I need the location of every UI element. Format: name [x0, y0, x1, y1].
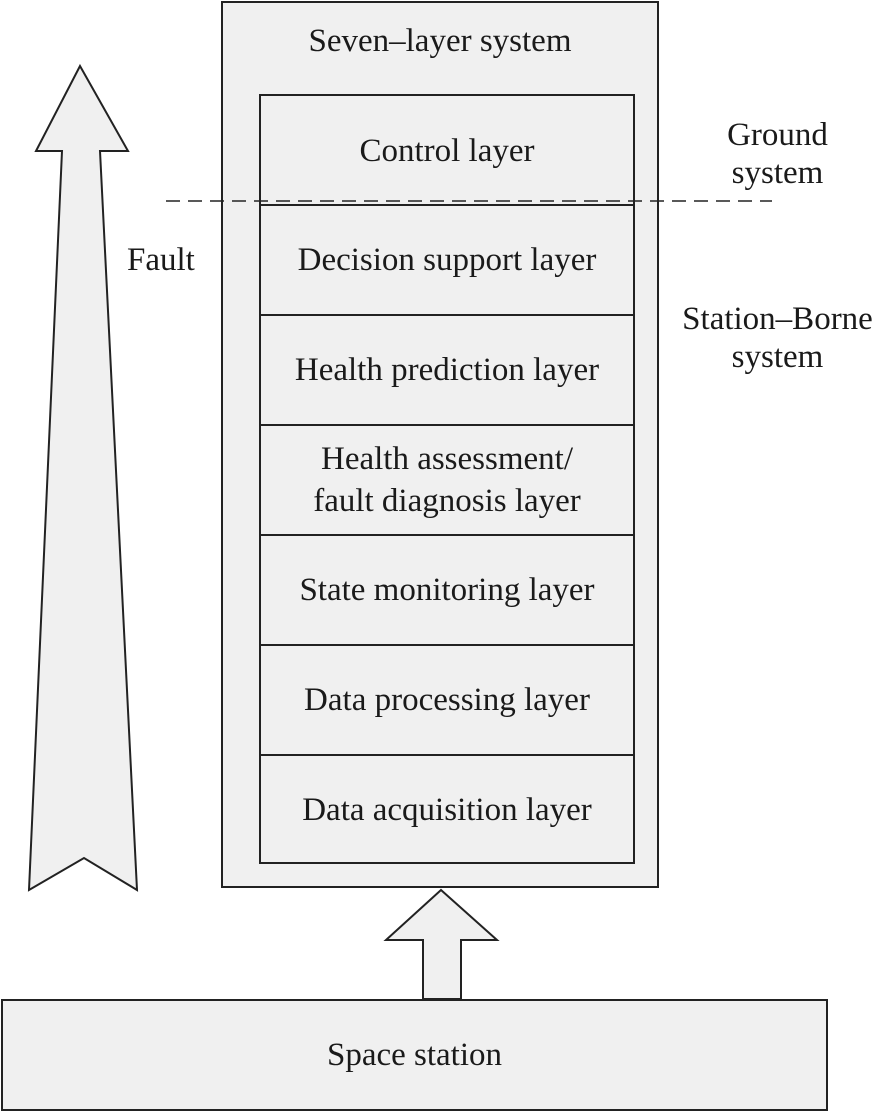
layer-stack: Control layer Decision support layer Hea… — [259, 94, 635, 864]
ground-label-line1: Ground — [727, 117, 828, 153]
input-up-arrow-icon — [383, 888, 500, 1000]
space-station-label: Space station — [326, 1037, 503, 1073]
ground-system-label: Ground system — [700, 116, 855, 192]
layer-health-prediction: Health prediction layer — [261, 314, 633, 424]
layer-data-processing: Data processing layer — [261, 644, 633, 754]
layer-label: Control layer — [359, 133, 535, 169]
layer-control: Control layer — [261, 96, 633, 206]
layer-label: State monitoring layer — [299, 572, 595, 608]
ground-label-line2: system — [731, 155, 824, 191]
space-station-box: Space station — [1, 999, 828, 1111]
layer-label: Decision support layer — [297, 242, 597, 278]
layer-label: Data acquisition layer — [302, 792, 592, 828]
fault-label: Fault — [127, 242, 195, 278]
layer-health-assessment: Health assessment/ fault diagnosis layer — [261, 424, 633, 534]
layer-label-line2: fault diagnosis layer — [313, 483, 581, 519]
station-borne-system-label: Station–Borne system — [669, 300, 886, 376]
fault-up-arrow-icon — [27, 63, 139, 892]
station-label-line2: system — [731, 339, 824, 375]
station-label-line1: Station–Borne — [682, 301, 873, 337]
layer-data-acquisition: Data acquisition layer — [261, 754, 633, 864]
layer-label-line1: Health assessment/ — [320, 441, 574, 477]
system-title: Seven–layer system — [308, 23, 572, 59]
layer-decision-support: Decision support layer — [261, 204, 633, 314]
layer-state-monitoring: State monitoring layer — [261, 534, 633, 644]
layer-label: Data processing layer — [304, 682, 590, 718]
layer-label: Health prediction layer — [294, 352, 600, 388]
